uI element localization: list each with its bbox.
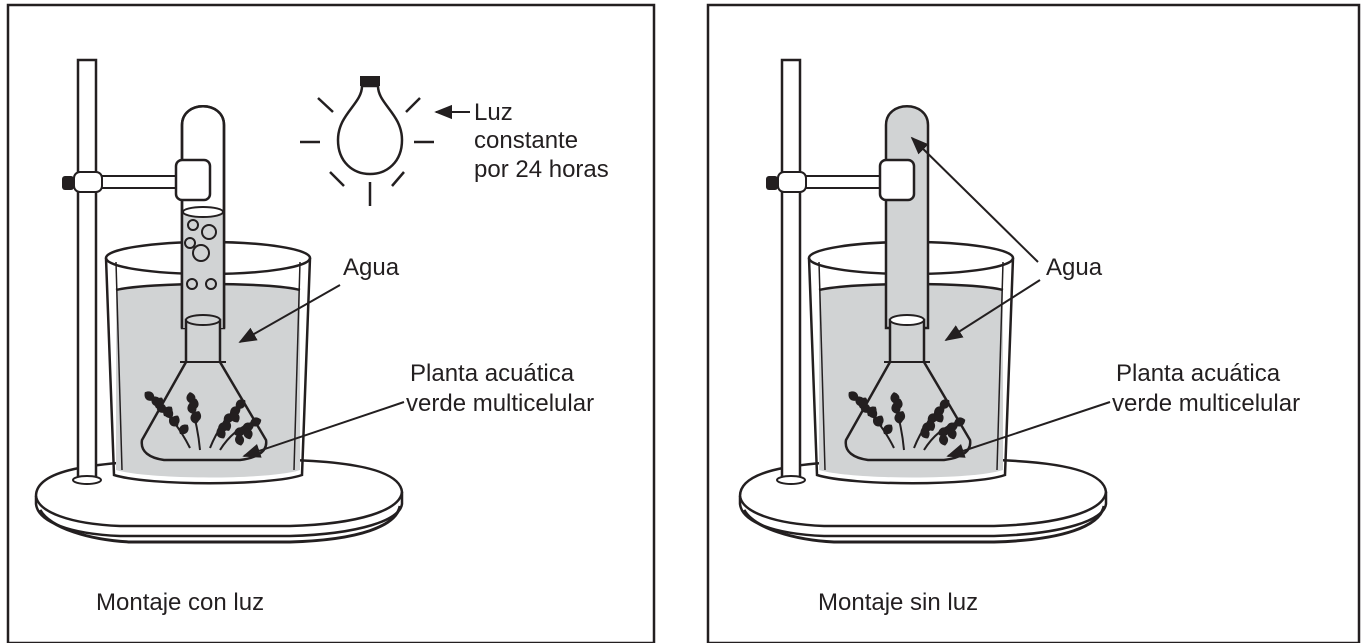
light-label-line3: por 24 horas <box>474 156 609 183</box>
panel-frame <box>6 3 656 643</box>
test-tube-icon <box>180 105 226 426</box>
panel-frame <box>706 3 1361 643</box>
water-label: Agua <box>343 254 400 281</box>
clamp-icon <box>62 158 212 202</box>
plant-label-line1: Planta acuática <box>410 360 575 387</box>
light-rays <box>300 97 434 206</box>
panel-without-light: Agua Planta acuática verde multicelular … <box>706 3 1361 643</box>
plant-label-line1: Planta acuática <box>1116 360 1281 387</box>
light-label-line1: Luz <box>474 99 513 126</box>
clamp-icon <box>766 158 916 202</box>
water-label: Agua <box>1046 254 1103 281</box>
lightbulb-icon <box>300 76 434 206</box>
light-label-line2: constante <box>474 127 578 154</box>
panel-caption: Montaje sin luz <box>818 589 978 616</box>
plant-label-line2: verde multicelular <box>1112 390 1300 417</box>
plant-label-line2: verde multicelular <box>406 390 594 417</box>
test-tube-icon <box>884 105 930 330</box>
panel-with-light: Luz constante por 24 horas Agua Planta a… <box>6 3 656 643</box>
panel-caption: Montaje con luz <box>96 589 264 616</box>
